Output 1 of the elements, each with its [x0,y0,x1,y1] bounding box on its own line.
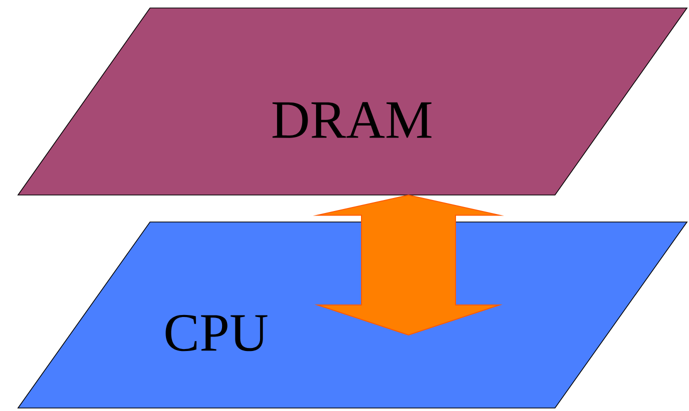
double-arrow [312,194,504,336]
